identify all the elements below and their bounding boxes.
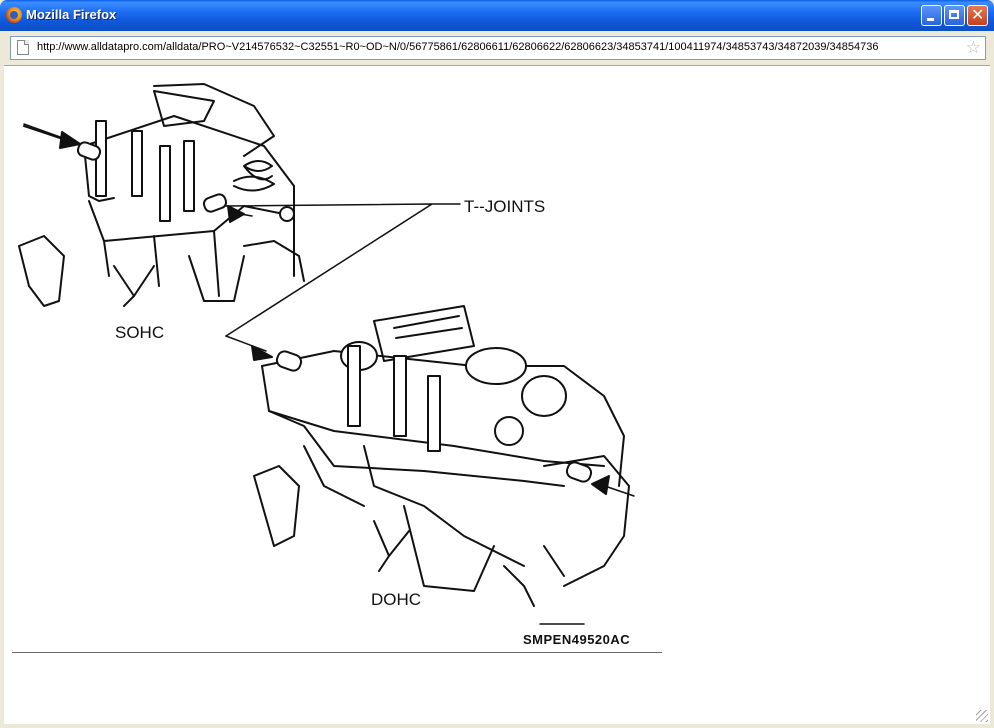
page-content: SOHC T--JOINTS DOHC SMPEN49520AC [4, 65, 990, 724]
figure-code-label: SMPEN49520AC [523, 632, 631, 647]
engine-diagram [18, 83, 635, 625]
title-bar[interactable]: Mozilla Firefox ✕ [0, 0, 994, 31]
divider-line [12, 652, 662, 653]
close-button[interactable]: ✕ [967, 5, 988, 26]
dohc-label: DOHC [371, 590, 422, 609]
minimize-icon [927, 18, 934, 21]
maximize-button[interactable] [944, 5, 965, 26]
url-text[interactable]: http://www.alldatapro.com/alldata/PRO~V2… [37, 41, 879, 53]
resize-grip-icon[interactable] [976, 710, 988, 722]
minimize-button[interactable] [921, 5, 942, 26]
navigation-bar: http://www.alldatapro.com/alldata/PRO~V2… [4, 31, 990, 65]
t-joints-label: T--JOINTS [464, 197, 546, 216]
firefox-icon [6, 7, 22, 23]
sohc-label: SOHC [115, 323, 165, 342]
bookmark-star-icon[interactable]: ☆ [965, 38, 981, 58]
dohc-engine-illustration [253, 305, 630, 607]
close-icon: ✕ [971, 5, 985, 24]
window-title: Mozilla Firefox [26, 7, 117, 22]
sohc-engine-illustration [18, 83, 305, 307]
page-icon [17, 40, 29, 55]
maximize-icon [949, 10, 959, 19]
address-bar[interactable]: http://www.alldatapro.com/alldata/PRO~V2… [10, 36, 986, 60]
